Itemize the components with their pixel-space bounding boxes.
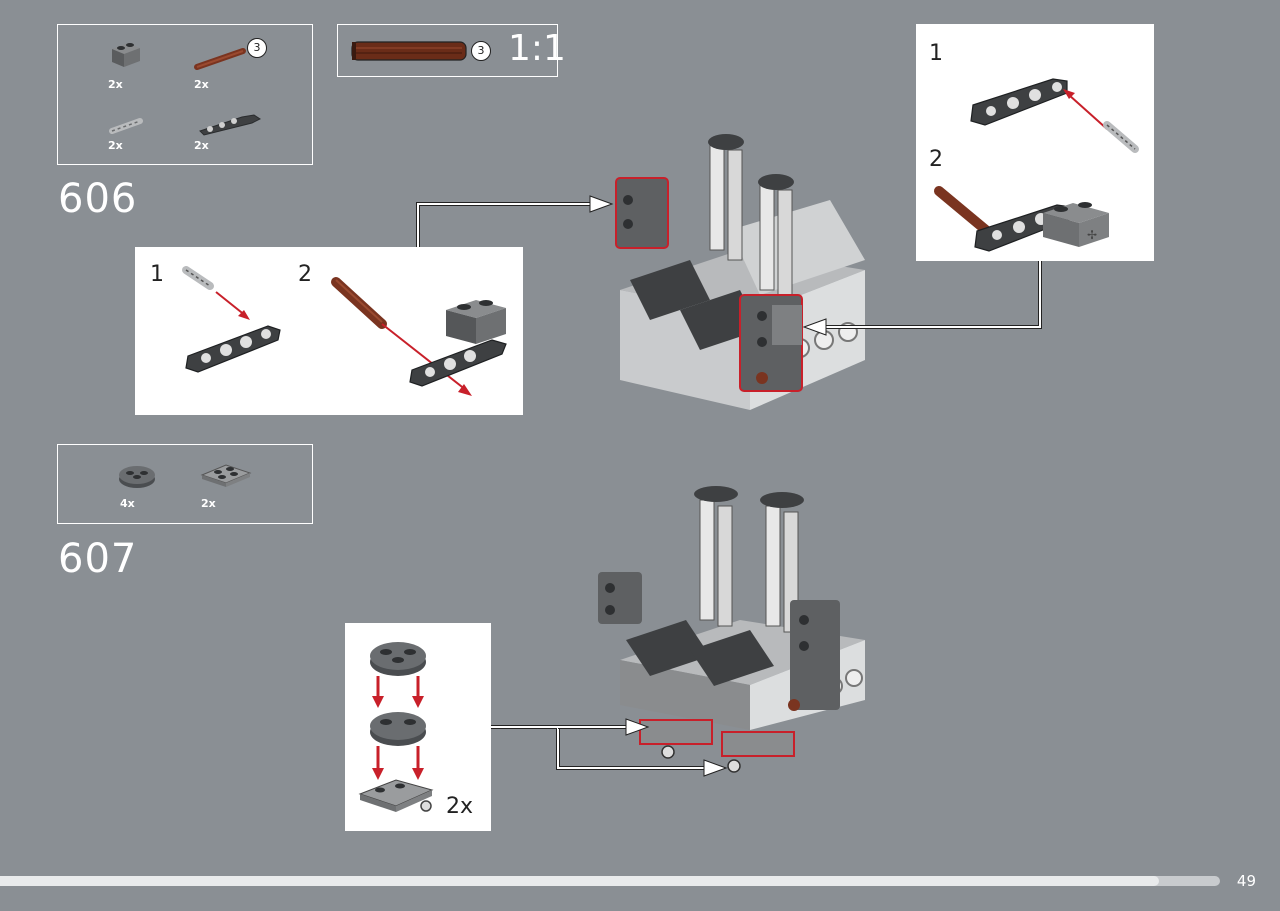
parts-list-606: 2x 3 2x 2x 2x bbox=[57, 24, 313, 165]
length-callout: 3 bbox=[471, 41, 491, 61]
progress-bar-fill bbox=[0, 876, 1159, 886]
part-qty: 4x bbox=[120, 497, 135, 510]
assembly-illustration: ✢ bbox=[934, 78, 1139, 252]
length-callout: 3 bbox=[247, 38, 267, 58]
part-qty: 2x bbox=[201, 497, 216, 510]
substep-number: 2 bbox=[298, 262, 312, 287]
parts-list-607: 4x 2x bbox=[57, 444, 313, 524]
axle-icon bbox=[194, 48, 246, 70]
arrow-right-icon bbox=[802, 318, 827, 336]
substep-callout-607: 2x bbox=[345, 623, 491, 831]
round-plate-icon bbox=[119, 466, 155, 488]
substep-callout-right: 1 2 ✢ bbox=[916, 24, 1154, 261]
multiplier-label: 2x bbox=[446, 794, 474, 819]
step-number: 606 bbox=[58, 176, 138, 222]
substep-number: 1 bbox=[150, 262, 164, 287]
part-qty: 2x bbox=[194, 78, 209, 91]
assembly-illustration bbox=[182, 266, 507, 396]
part-qty: 2x bbox=[108, 139, 123, 152]
part-qty: 2x bbox=[108, 78, 123, 91]
substep-number: 1 bbox=[929, 41, 943, 66]
arrow-right-icon bbox=[625, 718, 650, 736]
scale-callout: 3 1:1 bbox=[337, 24, 566, 77]
progress-bar bbox=[0, 876, 1220, 886]
part-qty: 2x bbox=[194, 139, 209, 152]
arrow-right-icon bbox=[589, 195, 614, 213]
svg-text:✢: ✢ bbox=[1087, 228, 1097, 242]
technic-brick-icon bbox=[112, 43, 140, 67]
substep-number: 2 bbox=[929, 147, 943, 172]
technic-pin-icon bbox=[109, 118, 143, 134]
technic-beam-icon bbox=[199, 114, 261, 136]
page-number: 49 bbox=[1236, 872, 1256, 890]
axle-icon bbox=[351, 41, 467, 61]
model-assembly-606 bbox=[615, 134, 865, 410]
step-number: 607 bbox=[58, 536, 138, 582]
arrow-right-icon bbox=[703, 759, 728, 777]
model-assembly-607 bbox=[598, 486, 865, 773]
wheel-holder-plate-icon bbox=[200, 464, 252, 487]
assembly-illustration bbox=[358, 642, 434, 812]
scale-label: 1:1 bbox=[508, 28, 566, 69]
substep-callout-left: 1 2 bbox=[135, 247, 523, 415]
